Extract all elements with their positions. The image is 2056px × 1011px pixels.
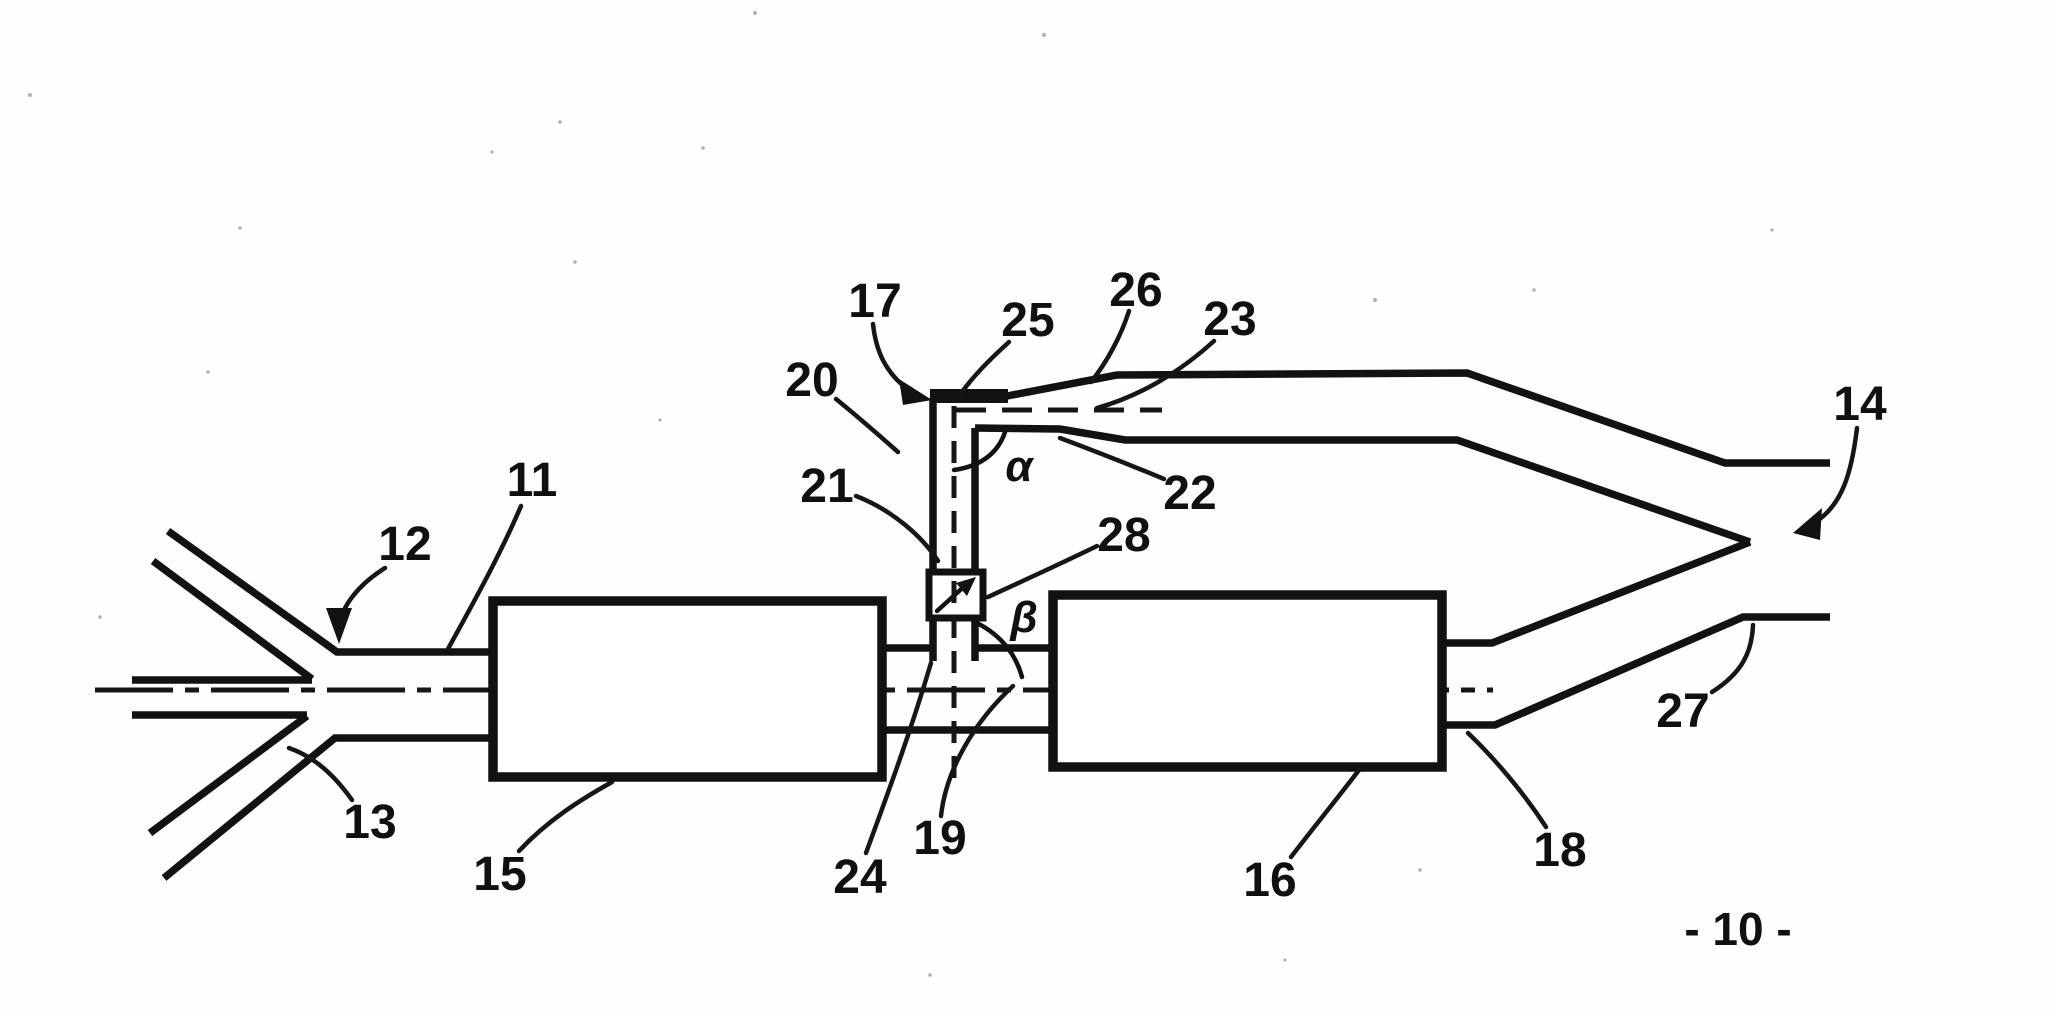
leader-line-25 [959,339,1012,395]
bypass-top-line [1006,369,1830,467]
ref-label-22: 22 [1163,467,1216,520]
second-converter-box [1048,590,1447,772]
ref-label-11: 11 [507,454,558,507]
ref-label-14: 14 [1833,378,1887,431]
leader-line-28 [985,543,1100,600]
inlet-lower-inner-line [147,712,310,837]
ref-label-23: 23 [1203,293,1256,346]
leader-line-24 [863,660,934,856]
leader-line-21 [853,493,941,564]
inlet-fork [132,527,493,881]
valve-flap-arrowhead [956,577,976,596]
leader-line-18 [1465,730,1549,830]
figure-number: - 10 - [1684,903,1791,955]
leader-arrowhead-17 [899,379,932,405]
first-converter-box [488,596,887,782]
ref-label-19: 19 [913,812,966,865]
leader-line-14 [1809,425,1860,527]
leader-line-22 [1057,435,1167,482]
ref-label-16: 16 [1243,854,1296,907]
connecting-pipe [886,644,1053,734]
tail-pipe-bottom-line [1442,613,1830,729]
leader-line-15 [516,779,615,854]
leader-line-17 [870,321,909,391]
leader-line-13 [286,745,355,803]
ref-label-alpha: α [1005,442,1034,491]
leader-line-23 [1094,338,1217,411]
ref-label-13: 13 [343,796,396,849]
ref-label-25: 25 [1001,294,1054,347]
leader-line-20 [833,396,901,455]
beta-angle-arc [974,620,1025,680]
ref-label-27: 27 [1656,685,1709,738]
leader-arrowhead-14 [1793,508,1822,540]
reference-labels: 11 12 13 14 15 16 17 18 19 20 21 22 23 24 25 26 27 28 α β [286,264,1887,907]
ref-label-15: 15 [473,848,526,901]
ref-label-12: 12 [378,518,431,571]
vertical-branch-pipe [929,389,1008,661]
ref-label-18: 18 [1533,824,1586,877]
alpha-angle-arc [951,426,1009,473]
ref-label-20: 20 [785,354,838,407]
leader-line-27 [1709,622,1756,695]
leader-line-19 [938,683,1016,819]
scan-noise [28,11,1774,977]
ref-label-28: 28 [1097,509,1150,562]
leader-line-26 [1088,308,1132,385]
ref-label-24: 24 [833,851,887,904]
inlet-upper-outer-line [165,527,493,656]
tail-pipe-top-line [1442,538,1752,647]
ref-label-26: 26 [1109,264,1162,317]
ref-label-21: 21 [800,460,853,513]
leader-line-11 [445,503,524,652]
leader-arrowhead-12 [326,608,352,644]
inlet-upper-inner-line [150,557,315,683]
bypass-bottom-line [974,424,1752,546]
tail-pipe [1442,538,1830,729]
pipe-end-cap [930,389,1008,403]
leader-line-16 [1288,767,1362,860]
bypass-pipe [974,369,1830,546]
ref-label-17: 17 [848,275,901,328]
inlet-lower-outer-line [161,734,493,881]
ref-label-beta: β [1009,593,1037,642]
